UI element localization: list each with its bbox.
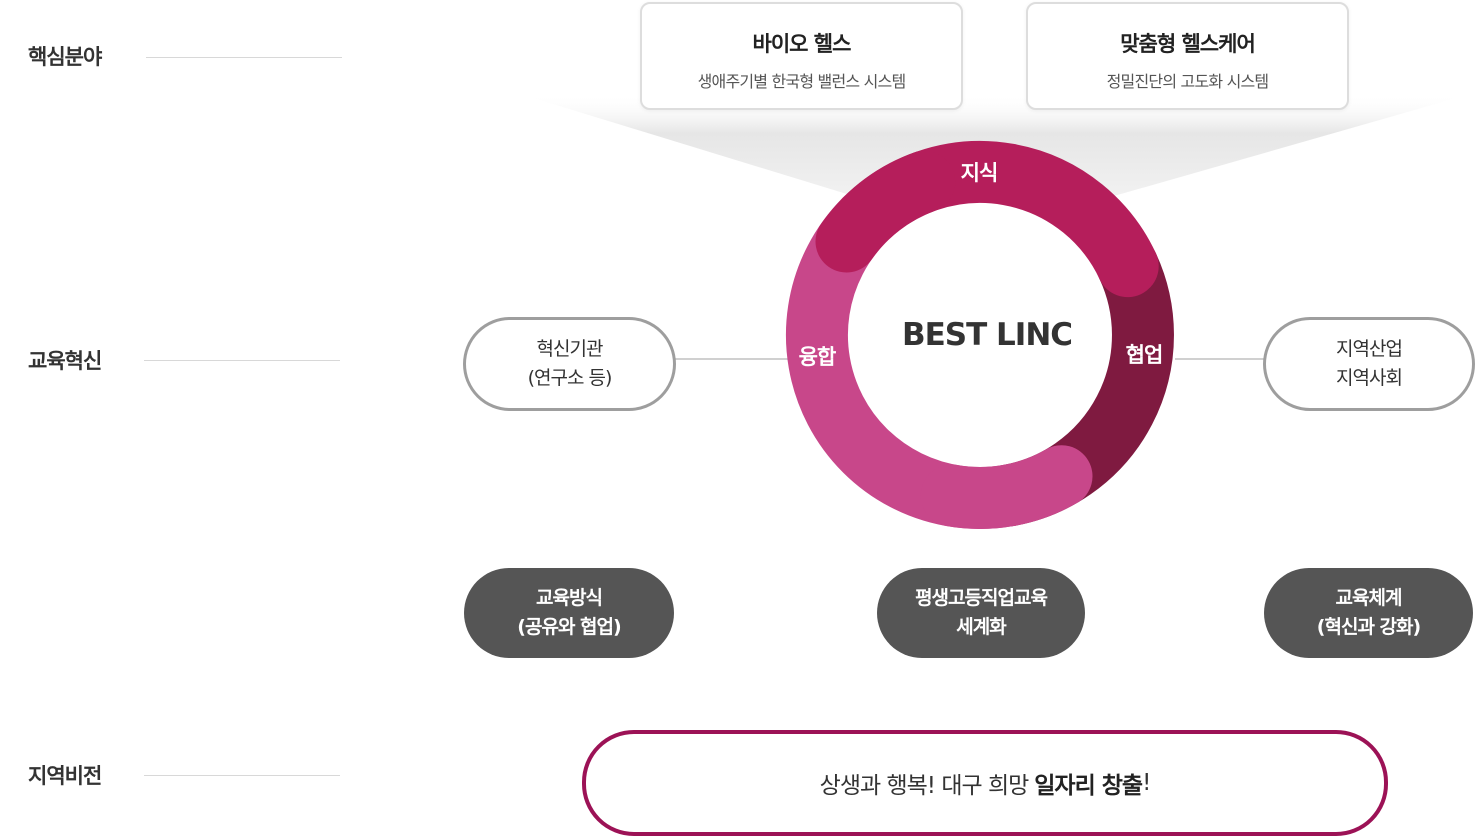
- pill-line: 평생고등직업교육: [915, 587, 1048, 609]
- ring-center-title: BEST LINC: [902, 317, 1072, 353]
- label-core-field: 핵심분야: [28, 45, 102, 69]
- pill-edu-system: 교육체계 (혁신과 강화): [1264, 568, 1473, 658]
- card-title: 바이오 헬스: [752, 32, 852, 56]
- pill-regional-industry: 지역산업 지역사회: [1263, 317, 1475, 411]
- vision-prefix: 상생과 행복! 대구 희망: [819, 773, 1030, 799]
- ring-label-top: 지식: [961, 161, 998, 185]
- vision-suffix: !: [1142, 770, 1151, 796]
- pill-innovation-institute: 혁신기관 (연구소 등): [463, 317, 676, 411]
- card-bio-health: 바이오 헬스 생애주기별 한국형 밸런스 시스템: [640, 2, 963, 110]
- pill-line: (공유와 협업): [517, 616, 621, 638]
- vision-banner: 상생과 행복! 대구 희망 일자리 창출 !: [582, 730, 1388, 836]
- card-subtitle: 정밀진단의 고도화 시스템: [1106, 72, 1270, 91]
- card-subtitle: 생애주기별 한국형 밸런스 시스템: [697, 72, 907, 91]
- pill-edu-method: 교육방식 (공유와 협업): [464, 568, 674, 658]
- vision-highlight: 일자리 창출: [1034, 773, 1143, 799]
- pill-line: 교육방식: [536, 587, 603, 609]
- ring-label-left: 융합: [799, 345, 836, 369]
- pill-line: 교육체계: [1335, 587, 1403, 609]
- card-custom-healthcare: 맞춤형 헬스케어 정밀진단의 고도화 시스템: [1026, 2, 1349, 110]
- divider-vision: [144, 775, 340, 776]
- label-edu-innovation: 교육혁신: [28, 349, 102, 373]
- pill-line: 혁신기관: [536, 338, 604, 360]
- pill-line: 세계화: [956, 616, 1006, 638]
- card-title: 맞춤형 헬스케어: [1120, 32, 1256, 56]
- pill-line: (혁신과 강화): [1316, 616, 1421, 638]
- pill-line: 지역사회: [1336, 367, 1403, 389]
- ring-segment-left-tip: [920, 445, 1093, 529]
- pill-lifelong-edu: 평생고등직업교육 세계화: [877, 568, 1085, 658]
- divider-edu: [144, 360, 340, 361]
- divider-core: [146, 57, 342, 58]
- label-regional-vision: 지역비전: [28, 764, 102, 788]
- pill-line: (연구소 등): [527, 367, 613, 389]
- ring-label-right: 협업: [1126, 343, 1163, 367]
- pill-line: 지역산업: [1336, 338, 1403, 360]
- ring-segment-top-tip: [815, 150, 956, 273]
